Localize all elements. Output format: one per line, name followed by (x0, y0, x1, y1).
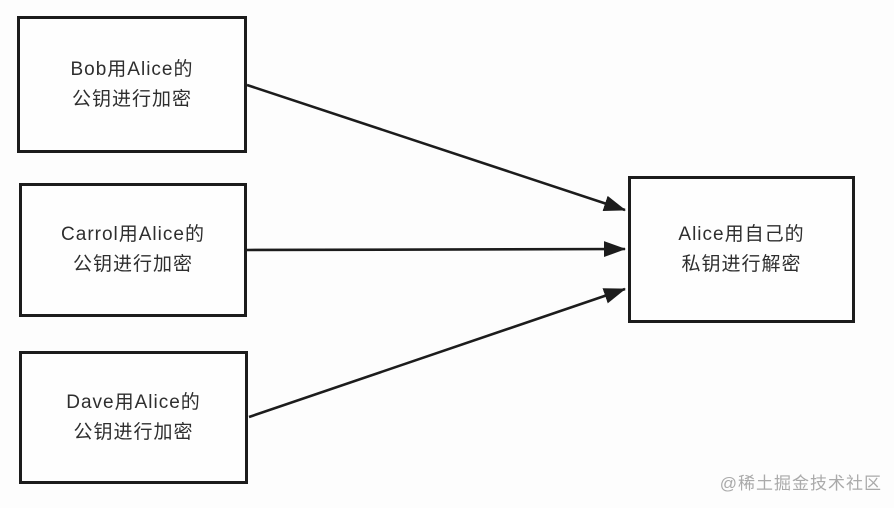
node-alice-label-line2: 私钥进行解密 (681, 253, 802, 275)
node-bob-label-line1: Bob用Alice的 (70, 58, 194, 80)
node-dave-label-line1: Dave用Alice的 (66, 391, 201, 413)
node-bob-label-line2: 公钥进行加密 (71, 88, 192, 110)
node-carrol-label-line1: Carrol用Alice的 (61, 224, 205, 245)
node-alice-decrypt: Alice用自己的 私钥进行解密 (628, 176, 855, 323)
arrow-dave-to-alice (248, 287, 626, 419)
node-carrol-encrypt: Carrol用Alice的 公钥进行加密 (19, 183, 247, 317)
arrow-bob-to-alice (246, 83, 626, 212)
node-dave-label-line2: 公钥进行加密 (73, 421, 194, 443)
node-carrol-label-line2: 公钥进行加密 (72, 254, 193, 275)
watermark-text: @稀土掘金技术社区 (719, 474, 882, 493)
node-bob-encrypt: Bob用Alice的 公钥进行加密 (17, 16, 247, 153)
node-alice-label-line1: Alice用自己的 (678, 223, 805, 245)
node-dave-encrypt: Dave用Alice的 公钥进行加密 (19, 351, 248, 484)
arrow-carrol-to-alice (246, 241, 626, 258)
